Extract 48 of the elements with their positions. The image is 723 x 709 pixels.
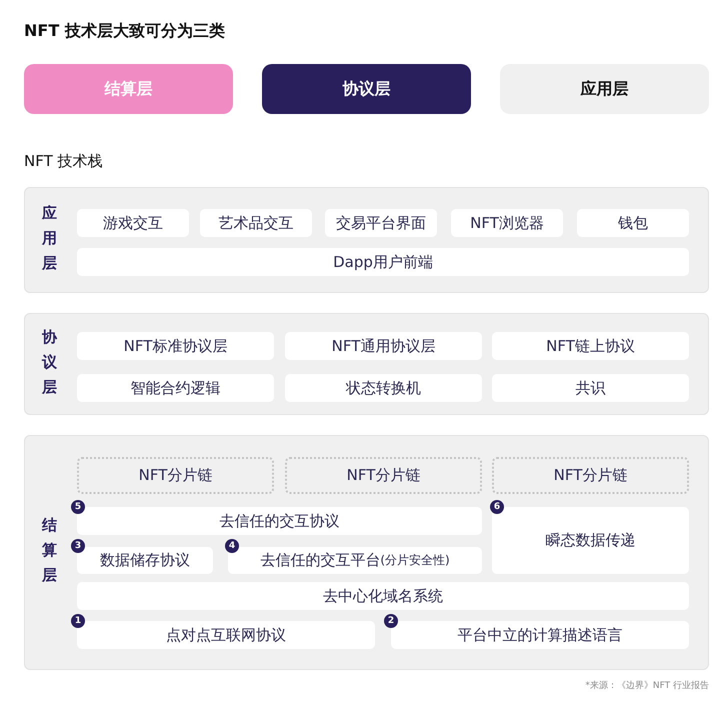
component-box: [228, 547, 482, 574]
layer-panel: [24, 313, 709, 415]
layer-panel: [24, 187, 709, 293]
component-label: 游戏交互: [103, 214, 163, 232]
component-label: 点对点互联网协议: [166, 626, 286, 644]
component-box: [77, 621, 375, 649]
callout-number: 5: [71, 500, 85, 514]
layer-panel: [24, 435, 709, 670]
component-label: 瞬态数据传递: [546, 531, 636, 550]
component-label: 智能合约逻辑: [130, 378, 220, 398]
callout-number: 1: [71, 614, 85, 628]
layer-tab: 应用层: [500, 64, 709, 114]
component-label: 去信任的交互协议: [220, 512, 340, 530]
chain-box: [285, 457, 482, 494]
layer-title: 协议层: [41, 327, 58, 398]
layer-title: 结算层: [41, 515, 58, 586]
callout-number: 4: [225, 539, 239, 553]
component-label: NFT通用协议层: [332, 336, 436, 356]
component-label: 数据储存协议: [100, 551, 190, 570]
component-label: NFT链上协议: [546, 336, 635, 356]
component-label: 去中心化域名系统: [323, 586, 443, 606]
chain-box: [77, 457, 274, 494]
component-label: NFT分片链: [554, 466, 628, 485]
source-note: *来源：《边界》NFT 行业报告: [585, 680, 709, 692]
chain-box: [492, 457, 689, 494]
component-label: 平台中立的计算描述语言: [458, 626, 622, 644]
component-label: NFT标准协议层: [124, 336, 228, 356]
layer-tab: 协议层: [262, 64, 471, 114]
component-label: NFT分片链: [138, 466, 212, 485]
layer-tab: 结算层: [24, 64, 233, 114]
diagram-title: NFT 技术层大致可分为三类: [24, 21, 225, 42]
component-box: [77, 547, 213, 574]
component-label: NFT浏览器: [470, 214, 544, 232]
component-label: Dapp用户前端: [333, 252, 433, 272]
component-label: 艺术品交互: [218, 214, 294, 232]
component-box: [391, 621, 689, 649]
component-label: 共识: [576, 378, 606, 398]
component-label: NFT分片链: [346, 466, 420, 485]
component-label: 状态转换机: [346, 378, 421, 398]
callout-number: 6: [490, 500, 504, 514]
component-label: 去信任的交互平台: [260, 551, 380, 570]
component-label: 交易平台界面: [336, 214, 426, 232]
callout-number: 2: [384, 614, 398, 628]
section-heading: NFT 技术栈: [24, 152, 103, 171]
component-label: 钱包: [618, 214, 648, 232]
component-note: (分片安全性): [380, 552, 450, 569]
callout-number: 3: [71, 539, 85, 553]
layer-title: 应用层: [41, 203, 58, 274]
